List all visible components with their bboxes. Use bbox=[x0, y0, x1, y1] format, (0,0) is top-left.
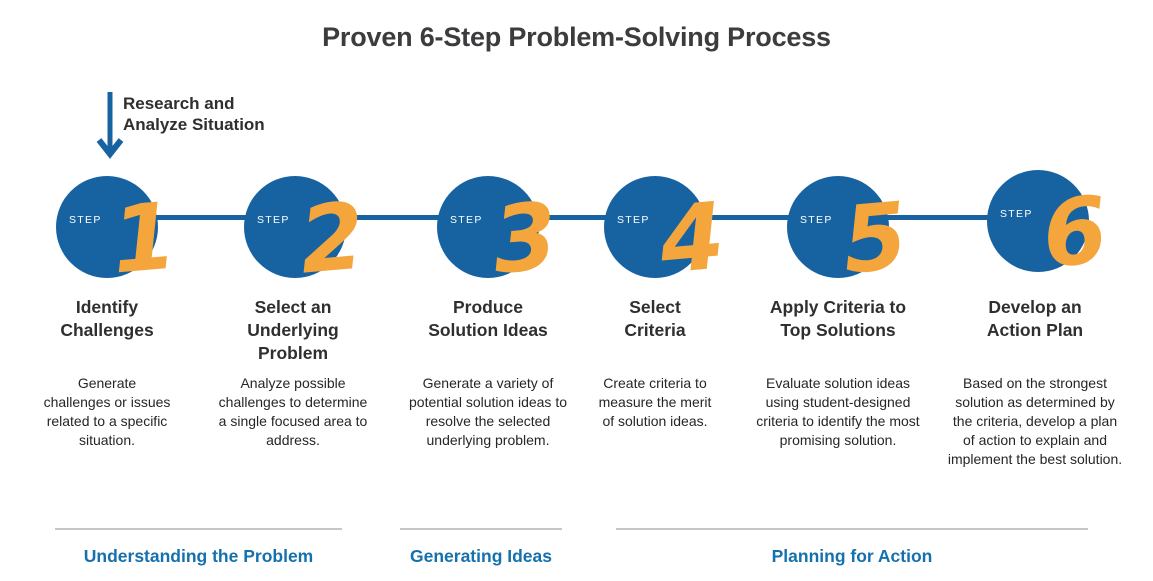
step-description-6: Based on the strongest solution as deter… bbox=[947, 375, 1123, 467]
step-number-3: 3 bbox=[488, 182, 562, 295]
step-word-1: STEP bbox=[69, 214, 102, 226]
step-circle-5: STEP 5 bbox=[787, 176, 912, 295]
step-column-6: Develop an Action Plan Based on the stro… bbox=[940, 296, 1130, 469]
step-word-3: STEP bbox=[450, 214, 483, 226]
page-title: Proven 6-Step Problem-Solving Process bbox=[322, 22, 831, 52]
step-title-4: Select Criteria bbox=[624, 297, 686, 340]
step-word-6: STEP bbox=[1000, 208, 1033, 220]
annotation-text: Research and Analyze Situation bbox=[123, 93, 265, 135]
step-word-5: STEP bbox=[800, 214, 833, 226]
annotation-line-2: Analyze Situation bbox=[123, 115, 265, 134]
step-title-6: Develop an Action Plan bbox=[986, 297, 1084, 340]
step-description-4: Create criteria to measure the merit of … bbox=[598, 375, 712, 429]
step-number-6: 6 bbox=[1038, 176, 1112, 289]
process-connector-line bbox=[107, 215, 1038, 220]
step-column-5: Apply Criteria to Top Solutions Evaluate… bbox=[743, 296, 933, 450]
down-arrow-icon bbox=[95, 90, 125, 175]
step-description-1: Generate challenges or issues related to… bbox=[43, 375, 171, 448]
phase-label-understanding: Understanding the Problem bbox=[83, 546, 314, 566]
step-column-1: Identify Challenges Generate challenges … bbox=[27, 296, 187, 450]
step-circle-1: STEP 1 bbox=[56, 176, 181, 295]
phase-section-generating: Generating Ideas bbox=[400, 528, 562, 567]
step-number-4: 4 bbox=[655, 182, 729, 295]
step-description-3: Generate a variety of potential solution… bbox=[409, 375, 567, 448]
step-column-2: Select an Underlying Problem Analyze pos… bbox=[208, 296, 378, 450]
step-circle-2: STEP 2 bbox=[244, 176, 369, 295]
step-word-4: STEP bbox=[617, 214, 650, 226]
step-title-1: Identify Challenges bbox=[60, 297, 154, 340]
step-title-3: Produce Solution Ideas bbox=[428, 297, 548, 340]
step-title-2: Select an Underlying Problem bbox=[247, 297, 339, 363]
phase-label-planning: Planning for Action bbox=[771, 546, 933, 566]
step-number-5: 5 bbox=[838, 182, 912, 295]
phase-section-understanding: Understanding the Problem bbox=[55, 528, 342, 567]
step-circle-3: STEP 3 bbox=[437, 176, 562, 295]
step-column-3: Produce Solution Ideas Generate a variet… bbox=[398, 296, 578, 450]
step-circle-6: STEP 6 bbox=[987, 170, 1112, 289]
step-number-1: 1 bbox=[107, 182, 181, 295]
step-number-2: 2 bbox=[295, 182, 369, 295]
step-description-5: Evaluate solution ideas using student-de… bbox=[756, 375, 920, 448]
step-description-2: Analyze possible challenges to determine… bbox=[218, 375, 368, 448]
step-circle-4: STEP 4 bbox=[604, 176, 729, 295]
annotation-line-1: Research and bbox=[123, 94, 235, 113]
step-word-2: STEP bbox=[257, 214, 290, 226]
step-column-4: Select Criteria Create criteria to measu… bbox=[575, 296, 735, 431]
phase-section-planning: Planning for Action bbox=[616, 528, 1088, 567]
step-title-5: Apply Criteria to Top Solutions bbox=[769, 297, 907, 340]
phase-label-generating: Generating Ideas bbox=[410, 546, 552, 566]
